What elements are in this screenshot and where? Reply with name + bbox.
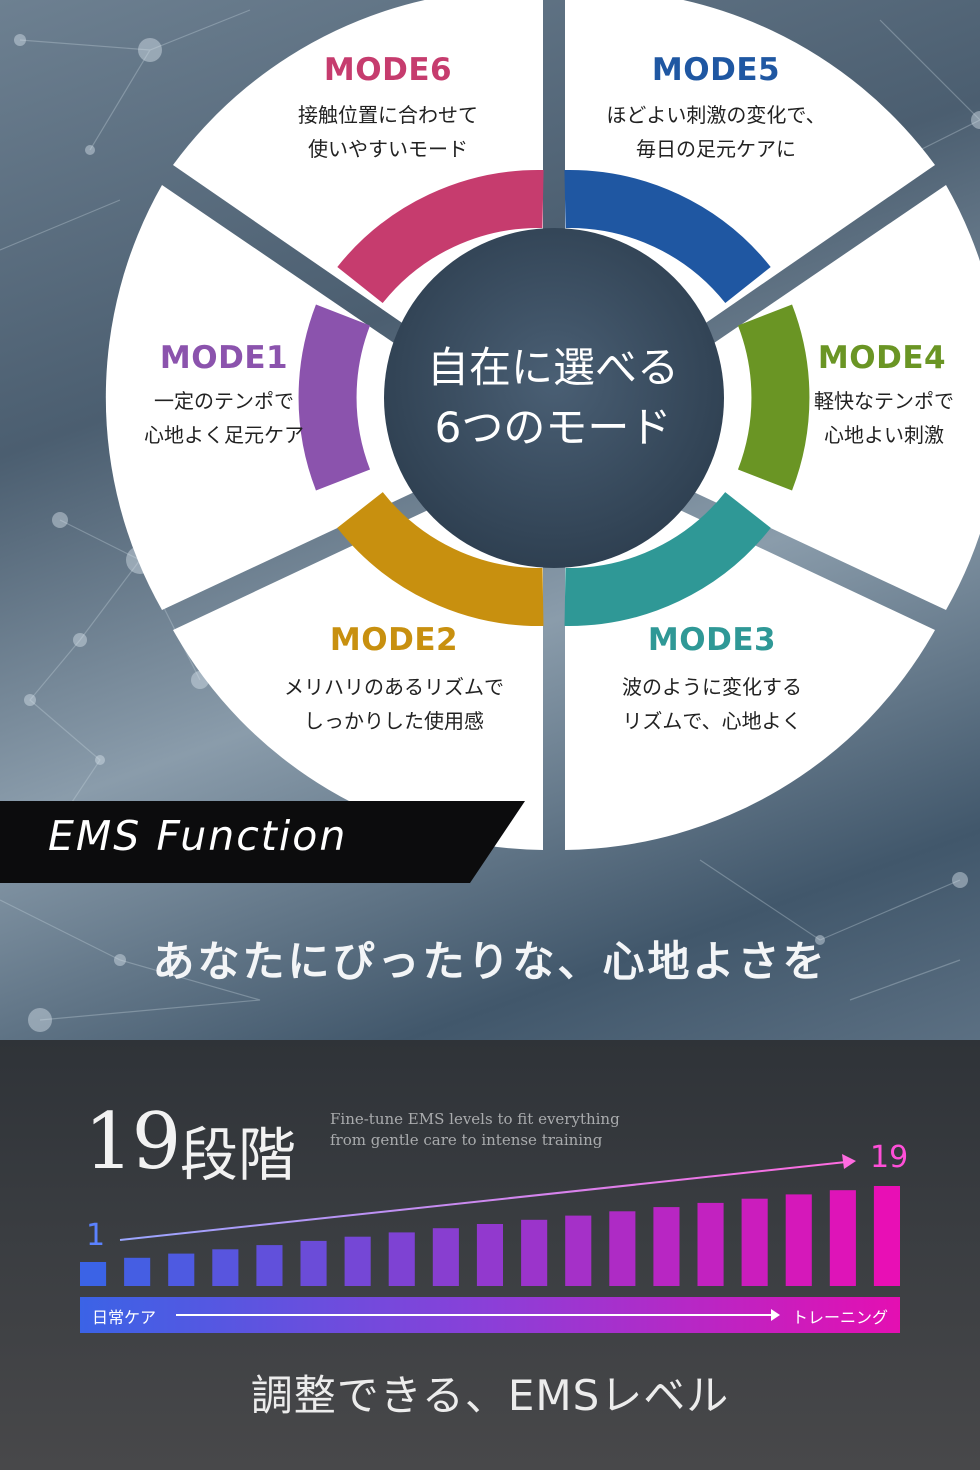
mode5-desc-line2: 毎日の足元ケアに: [636, 137, 796, 161]
mode1-desc-line1: 一定のテンポで: [154, 389, 294, 413]
range-end-label: トレーニング: [791, 1308, 888, 1327]
mode3-title: MODE3: [647, 622, 777, 658]
mode3-desc-line2: リズムで、心地よく: [622, 709, 802, 733]
level-bar: [697, 1202, 724, 1286]
level-bars: [80, 1154, 900, 1286]
center-line-1: 自在に選べる: [426, 343, 679, 392]
mode5-title: MODE5: [651, 52, 781, 88]
ring-segment-mode5: [564, 169, 771, 304]
mode4-description: 軽快なテンポで 心地よい刺激: [770, 384, 980, 452]
mode-wheel: [298, 169, 810, 627]
mode4-desc-line2: 心地よい刺激: [824, 423, 944, 447]
level-bar: [432, 1228, 459, 1286]
level-count-number: 19: [84, 1097, 181, 1187]
ems-function-label: EMS Function: [48, 812, 348, 860]
ring-segment-mode2: [337, 491, 544, 627]
level-subcopy-line2: from gentle care to intense training: [330, 1131, 603, 1149]
mode-ring: [298, 169, 810, 627]
ring-segment-mode4: [737, 304, 810, 491]
level-trend-arrow-line: [119, 1161, 847, 1241]
mode6-title: MODE6: [323, 52, 453, 88]
level-bar: [80, 1262, 107, 1286]
level-bar: [785, 1194, 812, 1286]
mode1-description: 一定のテンポで 心地よく足元ケア: [104, 384, 344, 452]
range-arrow: [176, 1309, 780, 1321]
range-start-label: 日常ケア: [92, 1308, 157, 1327]
ring-segment-mode6: [337, 169, 544, 304]
ring-segment-mode1: [298, 304, 371, 491]
level-trend-arrow-head: [842, 1154, 856, 1169]
level-bar: [829, 1190, 856, 1286]
mode1-title: MODE1: [159, 340, 289, 376]
mode6-desc-line1: 接触位置に合わせて: [298, 103, 478, 127]
level-bar: [565, 1215, 592, 1286]
level-bar: [521, 1219, 548, 1286]
mode4-title: MODE4: [817, 340, 947, 376]
level-min-label: 1: [86, 1218, 106, 1253]
mode2-description: メリハリのあるリズムで しっかりした使用感: [234, 670, 554, 738]
wheel-center-title: 自在に選べる 6つのモード: [398, 338, 708, 458]
level-bar: [741, 1198, 768, 1286]
level-bar: [212, 1249, 239, 1286]
mode2-desc-line2: しっかりした使用感: [304, 709, 484, 733]
level-bar: [609, 1211, 636, 1286]
mode4-desc-line1: 軽快なテンポで: [814, 389, 954, 413]
level-bar: [168, 1253, 195, 1286]
level-bar: [344, 1236, 371, 1286]
mode3-desc-line1: 波のように変化する: [622, 675, 802, 699]
level-max-label: 19: [870, 1140, 909, 1175]
ring-segment-mode3: [564, 491, 771, 627]
level-range-strip: 日常ケア トレーニング: [80, 1297, 900, 1333]
mode5-description: ほどよい刺激の変化で、 毎日の足元ケアに: [556, 98, 876, 166]
level-subcopy-line1: Fine-tune EMS levels to fit everything: [330, 1110, 620, 1128]
footer-copy: 調整できる、EMSレベル: [250, 1371, 730, 1420]
mode2-desc-line1: メリハリのあるリズムで: [284, 675, 504, 699]
level-bar: [256, 1245, 283, 1286]
mode5-desc-line1: ほどよい刺激の変化で、: [606, 103, 826, 127]
level-count-unit: 段階: [180, 1121, 297, 1189]
level-bar: [124, 1257, 151, 1286]
level-bar: [873, 1186, 900, 1286]
level-bar: [653, 1207, 680, 1286]
mode6-description: 接触位置に合わせて 使いやすいモード: [228, 98, 548, 166]
level-bar-group: [80, 1186, 900, 1286]
level-bar: [476, 1224, 503, 1286]
hub-circle: [384, 228, 724, 568]
level-subcopy: Fine-tune EMS levels to fit everything f…: [330, 1109, 620, 1151]
mode3-description: 波のように変化する リズムで、心地よく: [552, 670, 872, 738]
tagline: あなたにぴったりな、心地よさを: [152, 937, 828, 986]
mode1-desc-line2: 心地よく足元ケア: [144, 423, 304, 447]
mode2-title: MODE2: [329, 622, 459, 658]
level-bar: [388, 1232, 415, 1286]
ems-function-banner: [0, 801, 525, 883]
mode6-desc-line2: 使いやすいモード: [308, 137, 468, 161]
center-line-2: 6つのモード: [434, 403, 672, 452]
level-bar: [300, 1240, 327, 1286]
